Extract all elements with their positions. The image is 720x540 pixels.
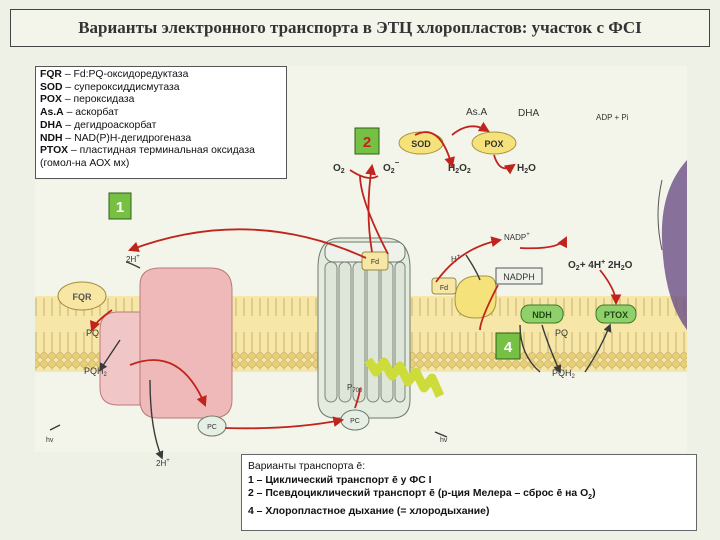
svg-text:hv: hv	[440, 437, 448, 444]
svg-text:PTOX: PTOX	[604, 310, 628, 320]
svg-text:NADP+: NADP+	[504, 232, 530, 242]
svg-text:O2–: O2–	[383, 158, 400, 175]
svg-text:H2O2: H2O2	[448, 163, 471, 175]
svg-text:PQH2: PQH2	[84, 366, 108, 378]
svg-text:PQ: PQ	[86, 328, 99, 338]
plastocyanin-center: PC	[340, 409, 370, 431]
svg-text:O2+ 4H+ 2H2O: O2+ 4H+ 2H2O	[568, 259, 633, 272]
svg-text:H+: H+	[451, 254, 461, 264]
svg-text:Fd: Fd	[440, 285, 448, 292]
svg-text:NADPH: NADPH	[503, 272, 535, 282]
abbreviation-legend: FQR – Fd:PQ-оксидоредуктаза SOD – суперо…	[35, 66, 287, 179]
svg-text:SOD: SOD	[411, 139, 431, 149]
svg-text:2H+: 2H+	[126, 254, 140, 264]
variant-item-2: 2 – Псевдоциклический транспорт ē (р-ция…	[248, 488, 596, 502]
slide-title: Варианты электронного транспорта в ЭТЦ х…	[10, 9, 710, 47]
electron-flow-arrows	[89, 121, 622, 430]
svg-text:PQH2: PQH2	[552, 368, 576, 380]
fqr-enzyme: FQR	[57, 281, 107, 311]
legend-item-ptox: PTOX – пластидная терминальная оксидаза …	[40, 145, 255, 169]
svg-text:4: 4	[504, 339, 513, 356]
svg-text:PC: PC	[207, 424, 217, 431]
fqr-label: FQR	[73, 292, 92, 302]
legend-item-fqr: FQR – Fd:PQ-оксидоредуктаза	[40, 69, 189, 80]
ferredoxin-top: Fd	[361, 251, 389, 271]
svg-text:As.A: As.A	[466, 107, 487, 118]
pox-enzyme: POX	[471, 131, 517, 155]
legend-item-dha: DHA – дегидроаскорбат	[40, 119, 157, 131]
svg-text:hv: hv	[46, 437, 54, 444]
svg-text:NDH: NDH	[532, 310, 552, 320]
svg-text:PQ: PQ	[555, 328, 568, 338]
fnr-complex: Fd	[431, 275, 497, 319]
svg-text:2: 2	[363, 134, 371, 151]
metabolite-labels: As.A DHA ADP + Pi O2 O2– H2O2 H2O 2H+ H+…	[46, 107, 633, 468]
variant-marker-4: 4	[495, 332, 521, 360]
svg-text:H2O: H2O	[517, 163, 536, 175]
transport-variants-box: Варианты транспорта ē: 1 – Циклический т…	[241, 454, 697, 531]
svg-text:O2: O2	[333, 163, 345, 175]
proton-flow-arrows	[49, 254, 612, 460]
ndh-enzyme: NDH	[520, 304, 564, 324]
variant-item-4: 4 – Хлоропластное дыхание (= хлородыхани…	[248, 505, 490, 517]
svg-text:P700: P700	[347, 383, 363, 394]
variants-heading: Варианты транспорта ē:	[248, 461, 366, 472]
antenna-complex	[364, 357, 445, 398]
variant-marker-1: 1	[108, 192, 132, 220]
cytochrome-b6f-complex	[99, 267, 233, 419]
svg-text:1: 1	[116, 199, 124, 216]
svg-text:POX: POX	[484, 139, 503, 149]
svg-text:PC: PC	[350, 418, 360, 425]
ptox-enzyme: PTOX	[595, 304, 637, 324]
svg-text:DHA: DHA	[518, 108, 539, 119]
variant-item-1: 1 – Циклический транспорт ē у ФС I	[248, 474, 432, 486]
svg-text:Fd: Fd	[371, 259, 379, 266]
svg-text:2H+: 2H+	[156, 458, 170, 468]
nadph-box: NADPH	[495, 267, 543, 285]
legend-item-ndh: NDH – NAD(P)H-дегидрогеназа	[40, 132, 192, 144]
legend-item-pox: POX – пероксидаза	[40, 94, 135, 106]
variant-marker-2: 2	[354, 127, 380, 155]
legend-item-asa: As.A – аскорбат	[40, 107, 119, 119]
plastocyanin-left: PC	[197, 415, 227, 437]
legend-item-sod: SOD – супероксиддисмутаза	[40, 81, 180, 93]
svg-text:ADP + Pi: ADP + Pi	[596, 113, 629, 122]
